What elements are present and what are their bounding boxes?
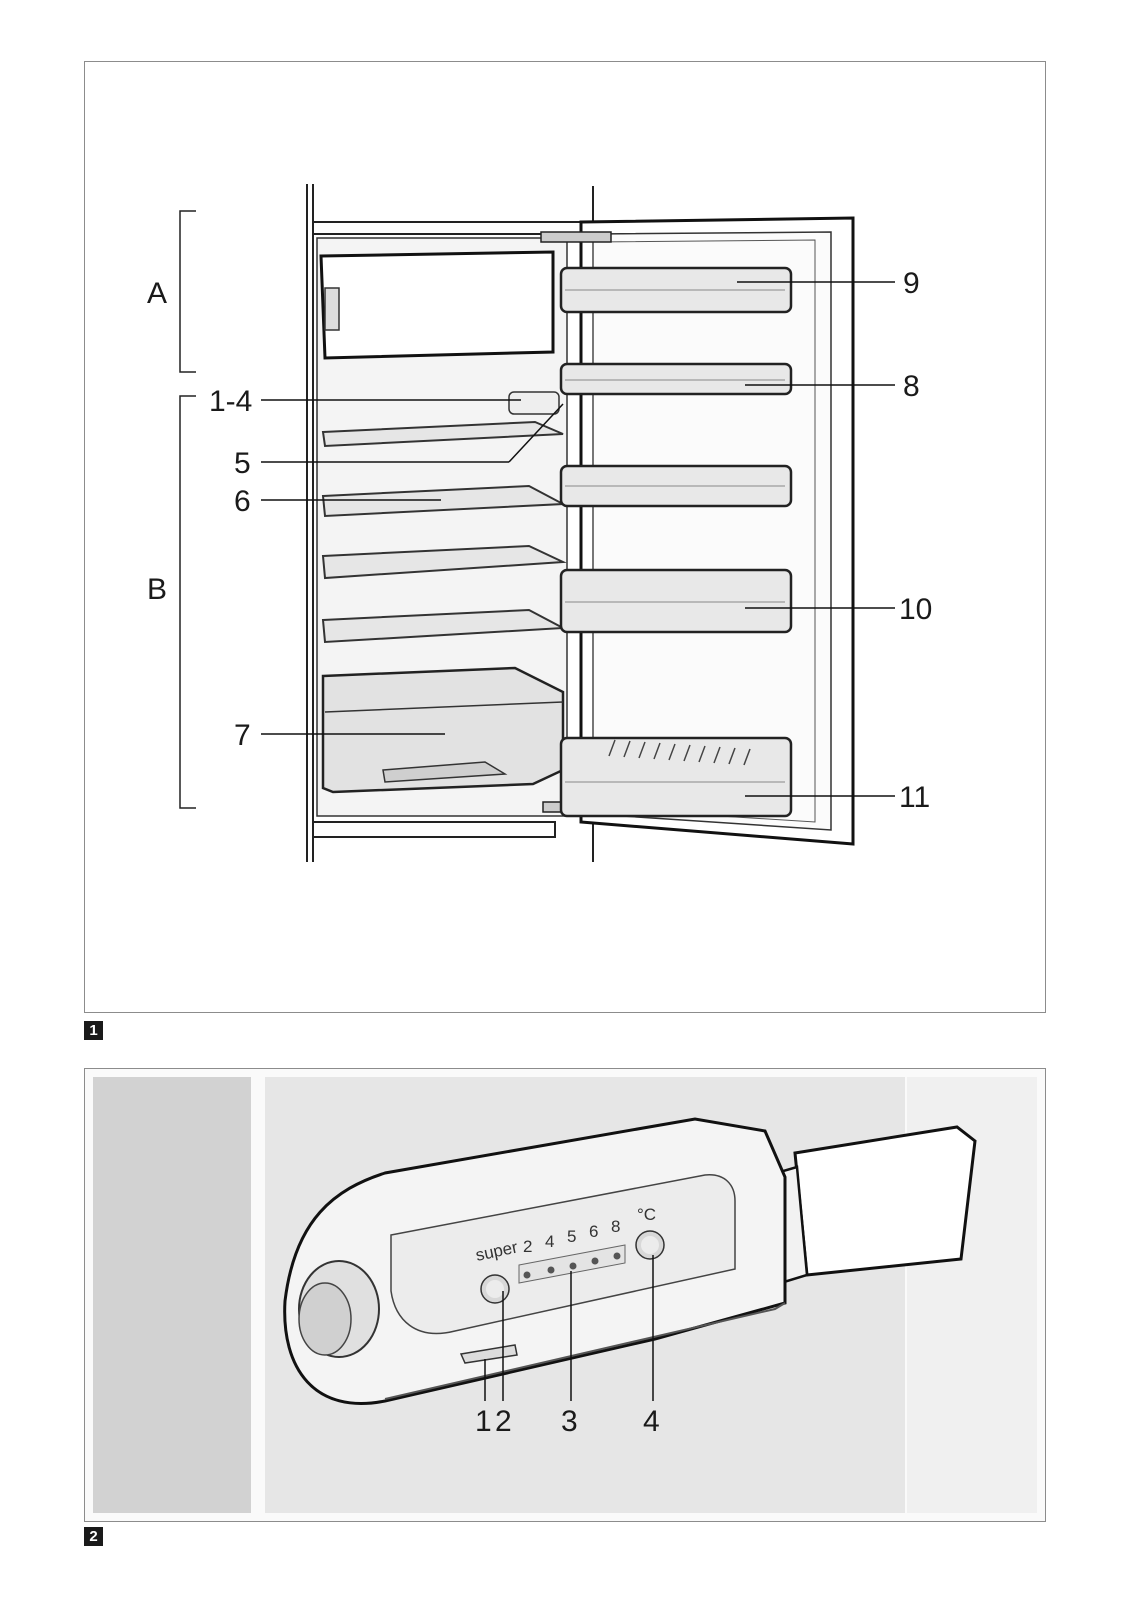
- scale-6: 6: [589, 1222, 598, 1241]
- scale-8: 8: [611, 1217, 620, 1236]
- callout-2: 2: [495, 1405, 512, 1438]
- callout-7: 7: [234, 719, 251, 752]
- callout-11: 11: [899, 781, 930, 814]
- callout-5: 5: [234, 447, 251, 480]
- fridge-illustration: A B 1-4 5 6 7 9 8 10 11: [85, 62, 1045, 1012]
- scale-5: 5: [567, 1227, 576, 1246]
- section-label-a: A: [147, 277, 167, 310]
- callout-1-4: 1-4: [209, 385, 252, 418]
- callout-8: 8: [903, 370, 920, 403]
- scale-2: 2: [523, 1237, 532, 1256]
- callout-1: 1: [475, 1405, 492, 1438]
- scale-4: 4: [545, 1232, 554, 1251]
- callout-6: 6: [234, 485, 251, 518]
- figure-1-fridge-overview: A B 1-4 5 6 7 9 8 10 11: [84, 61, 1046, 1013]
- control-panel-illustration: super 2 4 5 6 8 °C 1 2 3 4: [85, 1069, 1045, 1521]
- section-label-b: B: [147, 573, 167, 606]
- figure-1-badge: 1: [84, 1021, 103, 1040]
- callout-10: 10: [899, 593, 932, 626]
- callout-3: 3: [561, 1405, 578, 1438]
- unit-label: °C: [637, 1205, 656, 1224]
- callout-4: 4: [643, 1405, 660, 1438]
- callout-9: 9: [903, 267, 920, 300]
- figure-2-control-panel: super 2 4 5 6 8 °C 1 2 3 4: [84, 1068, 1046, 1522]
- figure-2-badge: 2: [84, 1527, 103, 1546]
